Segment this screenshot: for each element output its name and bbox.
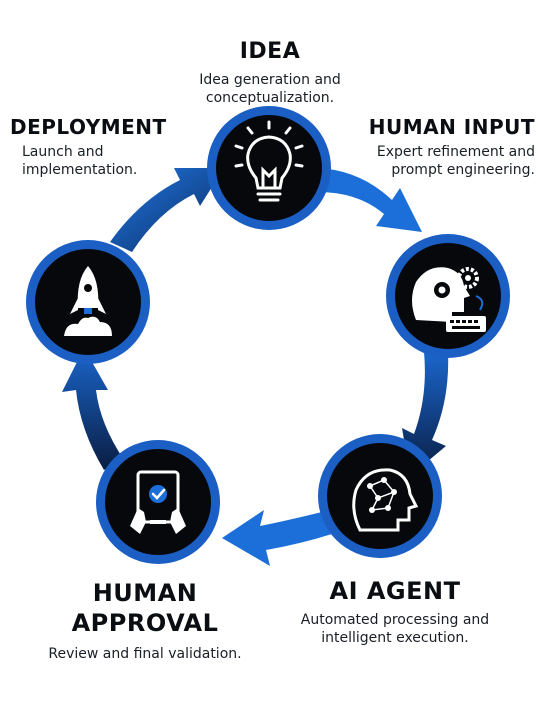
arrow-idea-to-input (318, 168, 422, 232)
arrow-approval-to-deploy (62, 348, 124, 470)
stage-human-approval-title: HUMAN APPROVAL (71, 579, 219, 637)
stage-human-input-title: HUMAN INPUT (368, 115, 535, 139)
arrow-deploy-to-idea (110, 168, 224, 252)
stage-deployment: DEPLOYMENT Launch and implementation. (10, 116, 210, 179)
node-ai-agent (318, 434, 442, 558)
head-gears-keyboard-icon (412, 267, 486, 332)
lightbulb-icon (234, 120, 304, 202)
tablet-check-hands-icon (130, 470, 186, 534)
stage-idea-desc: Idea generation and conceptualization. (199, 72, 341, 106)
node-human-approval (96, 440, 220, 564)
node-idea (207, 106, 331, 230)
stage-deployment-title: DEPLOYMENT (10, 115, 167, 139)
stage-ai-agent-title: AI AGENT (329, 577, 461, 605)
stage-idea: IDEA Idea generation and conceptualizati… (150, 39, 390, 107)
ai-head-network-icon (352, 468, 419, 532)
stage-ai-agent-desc: Automated processing and intelligent exe… (300, 612, 490, 646)
node-human-input (386, 234, 510, 358)
node-deployment (26, 240, 150, 364)
stage-deployment-desc: Launch and implementation. (22, 144, 138, 178)
arrow-agent-to-approval (222, 510, 332, 566)
stage-idea-title: IDEA (239, 39, 301, 64)
rocket-icon (64, 266, 112, 336)
stage-human-input-desc: Expert refinement and prompt engineering… (376, 144, 535, 178)
stage-human-approval: HUMAN APPROVAL Review and final validati… (40, 578, 250, 664)
stage-human-approval-desc: Review and final validation. (48, 646, 242, 662)
stage-ai-agent: AI AGENT Automated processing and intell… (280, 578, 510, 647)
stage-human-input: HUMAN INPUT Expert refinement and prompt… (330, 116, 535, 179)
